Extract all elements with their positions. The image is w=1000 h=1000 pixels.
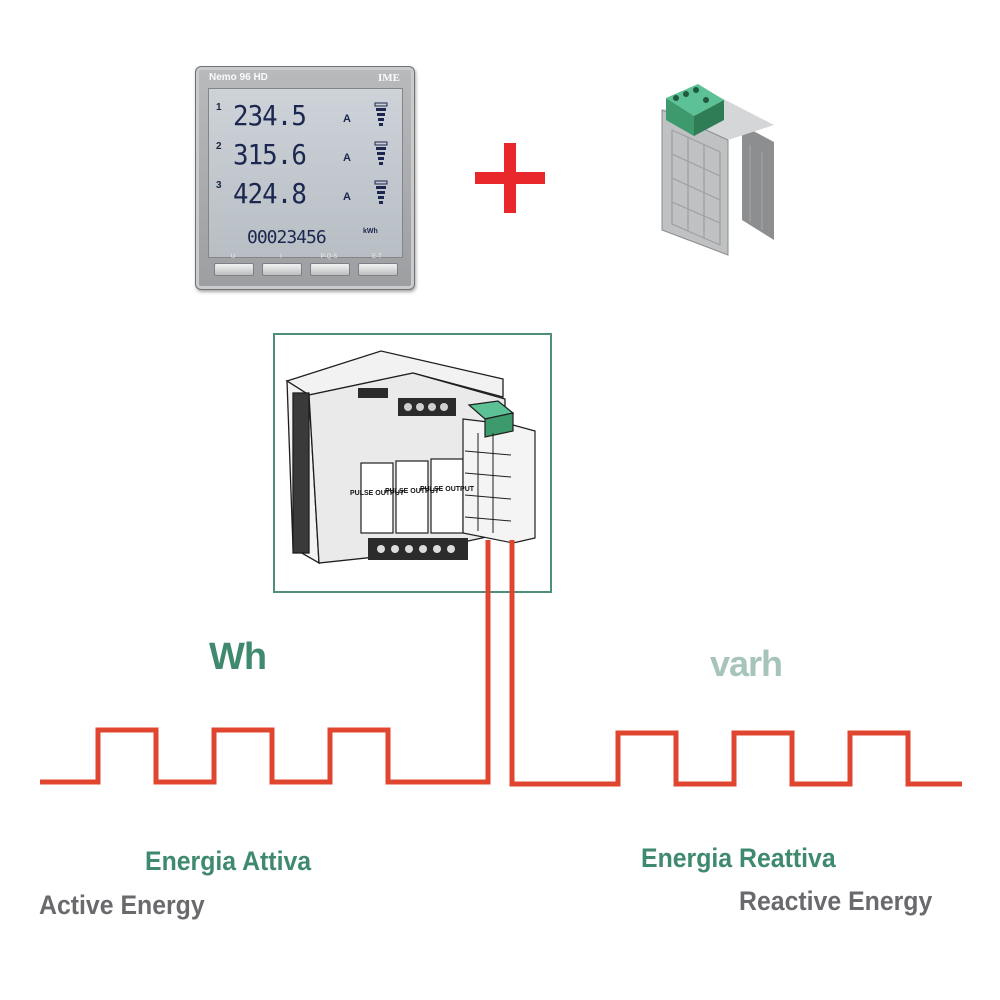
meter-model: Nemo 96 HD: [209, 72, 268, 83]
assembly-frame: PULSE OUTPUT PULSE OUTPUT PULSE OUTPUT: [273, 333, 552, 593]
active-energy-pulse-line: [40, 540, 491, 785]
reading-unit: A: [343, 191, 351, 203]
module-label-3: PULSE OUTPUT: [420, 486, 475, 493]
reactive-energy-label-it: Energia Reattiva: [641, 843, 836, 873]
reactive-energy-label-en: Reactive Energy: [739, 886, 933, 916]
bargraph-icon: [374, 141, 388, 165]
bargraph-icon: [374, 102, 388, 126]
active-energy-label-en: Active Energy: [39, 890, 205, 920]
energy-meter: Nemo 96 HD IME 1 234.5 A 2 315.6 A: [195, 66, 415, 290]
phase-index: 3: [216, 180, 222, 191]
pulse-output-module: [661, 84, 774, 256]
meter-brand: IME: [378, 72, 400, 84]
meter-key-i[interactable]: [262, 263, 302, 276]
reading-row-2: 2 315.6 A: [209, 138, 402, 171]
module-label-1: PULSE OUTPUT: [350, 490, 405, 497]
bargraph-icon: [374, 180, 388, 204]
active-energy-unit: Wh: [209, 636, 267, 678]
reading-unit: A: [343, 152, 351, 164]
meter-key-et[interactable]: [358, 263, 398, 276]
reactive-energy-unit: varh: [710, 643, 783, 684]
key-label: P-Q-S: [320, 254, 338, 260]
plus-icon: [475, 143, 545, 213]
key-label: U: [230, 254, 236, 260]
meter-key-u[interactable]: [214, 263, 254, 276]
energy-counter: 00023456: [247, 227, 327, 248]
reading-row-3: 3 424.8 A: [209, 177, 402, 210]
key-label: E-T: [372, 254, 382, 260]
meter-keypad: U I P-Q-S E-T: [208, 254, 401, 276]
key-label: I: [280, 254, 282, 260]
phase-index: 2: [216, 141, 222, 152]
reading-value: 315.6: [233, 138, 307, 171]
lcd-display: 1 234.5 A 2 315.6 A: [208, 88, 403, 258]
module-label-2: PULSE OUTPUT: [385, 488, 440, 495]
phase-index: 1: [216, 102, 222, 113]
energy-unit: kWh: [363, 228, 378, 235]
reading-row-1: 1 234.5 A: [209, 99, 402, 132]
active-energy-label-it: Energia Attiva: [145, 846, 312, 876]
reading-value: 424.8: [233, 177, 307, 210]
reactive-energy-pulse-line: [509, 540, 962, 787]
reading-unit: A: [343, 113, 351, 125]
reading-value: 234.5: [233, 99, 307, 132]
meter-key-pqs[interactable]: [310, 263, 350, 276]
